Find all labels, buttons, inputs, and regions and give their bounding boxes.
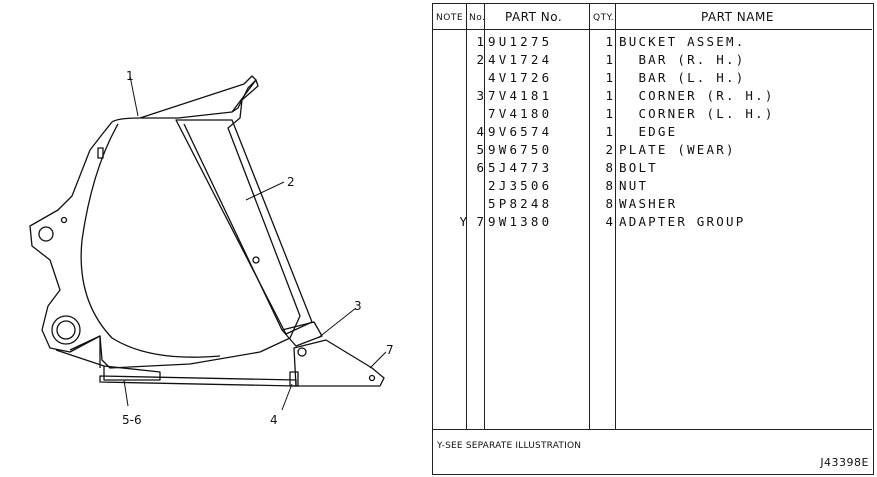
row-item-no: 2 (476, 52, 484, 67)
row-part-name: NUT (619, 178, 649, 193)
row-part-no: 5P8248 (488, 196, 553, 211)
bucket-body (29, 79, 301, 369)
row-qty: 8 (605, 160, 613, 175)
drawing-number: J43398E (820, 456, 869, 469)
footer-divider (433, 429, 872, 430)
row-part-name: CORNER (L. H.) (619, 106, 775, 121)
row-item-no: 4 (476, 124, 484, 139)
table-row: 3 7V4181 1 CORNER (R. H.) (433, 88, 873, 106)
row-note: Y (459, 214, 467, 229)
row-part-no: 9W6750 (488, 142, 553, 157)
row-part-name: BUCKET ASSEM. (619, 34, 746, 49)
row-item-no: 5 (476, 142, 484, 157)
row-item-no: 3 (476, 88, 484, 103)
row-part-name: BAR (R. H.) (619, 52, 746, 67)
column-divider (589, 4, 590, 429)
row-part-name: CORNER (R. H.) (619, 88, 775, 103)
row-part-no: 7V4180 (488, 106, 553, 121)
row-qty: 4 (605, 214, 613, 229)
table-row: Y 7 9W1380 4 ADAPTER GROUP (433, 214, 873, 232)
corner-plate (281, 321, 323, 347)
table-row: 6 5J4773 8 BOLT (433, 160, 873, 178)
column-divider (615, 4, 616, 429)
table-row: 4 9V6574 1 EDGE (433, 124, 873, 142)
row-part-name: BAR (L. H.) (619, 70, 746, 85)
footnote: Y-SEE SEPARATE ILLUSTRATION (437, 441, 582, 451)
row-part-no: 9U1275 (488, 34, 553, 49)
parts-list-table: NOTE No. PART No. QTY. PART NAME 1 9U127… (432, 3, 874, 475)
row-qty: 8 (605, 196, 613, 211)
table-row: 4V1726 1 BAR (L. H.) (433, 70, 873, 88)
row-item-no: 6 (476, 160, 484, 175)
row-part-no: 4V1724 (488, 52, 553, 67)
row-part-name: PLATE (WEAR) (619, 142, 736, 157)
row-item-no: 7 (476, 214, 484, 229)
table-row: 1 9U1275 1 BUCKET ASSEM. (433, 34, 873, 52)
bucket-illustration: 1 2 3 4 5-6 7 (0, 0, 430, 477)
row-part-no: 2J3506 (488, 178, 553, 193)
row-qty: 1 (605, 70, 613, 85)
header-note: NOTE (436, 13, 464, 23)
row-qty: 8 (605, 178, 613, 193)
table-row: 2J3506 8 NUT (433, 178, 873, 196)
row-part-name: WASHER (619, 196, 678, 211)
row-part-name: BOLT (619, 160, 658, 175)
side-bar (175, 119, 313, 335)
callout-2: 2 (287, 175, 295, 189)
row-qty: 1 (605, 124, 613, 139)
row-item-no: 1 (476, 34, 484, 49)
header-part-no: PART No. (505, 10, 563, 24)
row-qty: 1 (605, 106, 613, 121)
callout-4: 4 (270, 413, 278, 427)
row-qty: 1 (605, 34, 613, 49)
callout-1: 1 (126, 69, 134, 83)
row-part-name: EDGE (619, 124, 678, 139)
row-part-name: ADAPTER GROUP (619, 214, 746, 229)
header-divider (433, 29, 872, 30)
row-qty: 1 (605, 88, 613, 103)
callout-3: 3 (354, 299, 362, 313)
column-divider (484, 4, 485, 429)
callout-7: 7 (386, 343, 394, 357)
table-row: 5P8248 8 WASHER (433, 196, 873, 214)
header-no: No. (469, 13, 486, 23)
table-row: 7V4180 1 CORNER (L. H.) (433, 106, 873, 124)
row-part-no: 9W1380 (488, 214, 553, 229)
row-qty: 1 (605, 52, 613, 67)
row-qty: 2 (605, 142, 613, 157)
row-part-no: 7V4181 (488, 88, 553, 103)
row-part-no: 4V1726 (488, 70, 553, 85)
table-row: 5 9W6750 2 PLATE (WEAR) (433, 142, 873, 160)
wear-plate (55, 349, 161, 381)
header-qty: QTY. (593, 13, 615, 23)
row-part-no: 9V6574 (488, 124, 553, 139)
cutting-edge (99, 375, 297, 387)
row-part-no: 5J4773 (488, 160, 553, 175)
table-row: 2 4V1724 1 BAR (R. H.) (433, 52, 873, 70)
header-part-name: PART NAME (701, 10, 774, 24)
column-divider (466, 4, 467, 429)
callout-5-6: 5-6 (122, 413, 142, 427)
bucket-drawing: 1 2 3 4 5-6 7 (29, 69, 394, 427)
